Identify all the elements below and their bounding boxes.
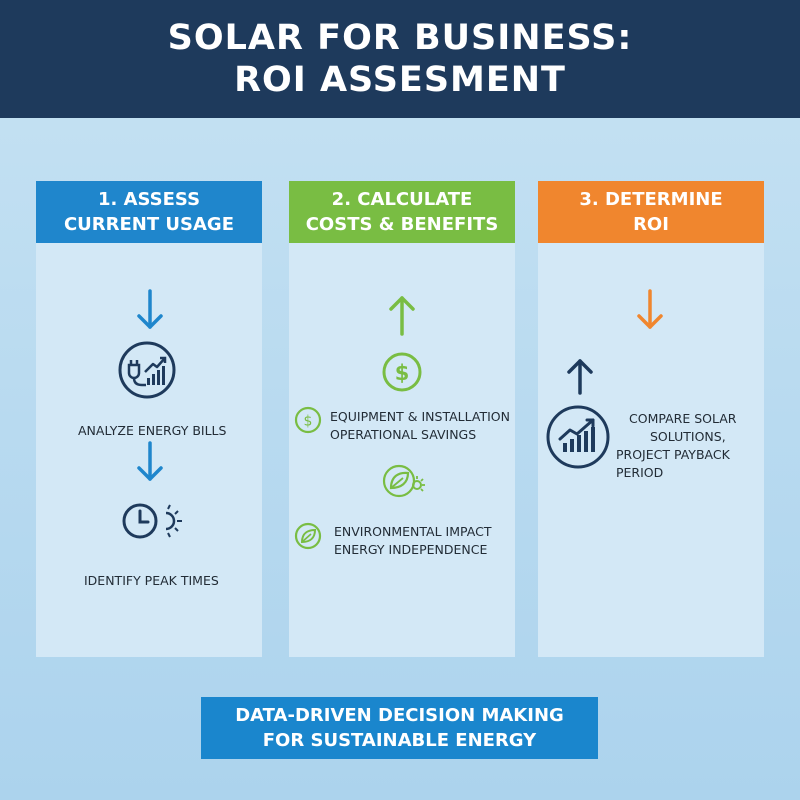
operational-savings-label: OPERATIONAL SAVINGS	[330, 427, 477, 442]
compare-solar-label: COMPARE SOLAR	[629, 411, 737, 426]
leaf-sun-icon	[382, 464, 425, 498]
equipment-installation-label: EQUIPMENT & INSTALLATION	[330, 409, 510, 424]
step-3-heading-line-2: ROI	[633, 214, 669, 235]
dollar-icon: $	[382, 352, 422, 392]
step-2-heading-line-2: COSTS & BENEFITS	[305, 214, 499, 235]
arrow-down-icon	[637, 289, 663, 329]
plug-chart-icon	[118, 341, 176, 399]
step-1-heading-line-2: CURRENT USAGE	[63, 214, 235, 235]
step-3-panel: 3. DETERMINE ROI COMPARE SOLAR SOLUTIONS…	[538, 181, 764, 657]
page-title-line-1: SOLAR FOR BUSINESS:	[167, 18, 633, 58]
footer-line-2: FOR SUSTAINABLE ENERGY	[262, 730, 537, 751]
dollar-icon: $	[294, 406, 322, 434]
arrow-down-icon	[137, 441, 163, 481]
leaf-icon	[294, 522, 322, 550]
step-3-heading-line-1: 3. DETERMINE	[579, 189, 723, 210]
footer-line-1: DATA-DRIVEN DECISION MAKING	[235, 705, 564, 726]
footer-banner: DATA-DRIVEN DECISION MAKING FOR SUSTAINA…	[201, 697, 598, 759]
step-1-heading-line-1: 1. ASSESS	[97, 189, 201, 210]
page-title-line-2: ROI ASSESMENT	[234, 60, 566, 100]
step-1-heading: 1. ASSESS CURRENT USAGE	[36, 181, 262, 243]
step-3-heading: 3. DETERMINE ROI	[538, 181, 764, 243]
analyze-energy-bills-label: ANALYZE ENERGY BILLS	[78, 423, 227, 438]
project-payback-period-label: PROJECT PAYBACK PERIOD	[616, 447, 730, 480]
step-1-panel: 1. ASSESS CURRENT USAGE ANALYZE ENERGY B…	[36, 181, 262, 657]
environmental-impact-label: ENVIRONMENTAL IMPACT	[334, 524, 492, 539]
clock-sun-icon	[122, 503, 182, 539]
identify-peak-times-label: IDENTIFY PEAK TIMES	[84, 573, 219, 588]
growth-chart-icon	[546, 405, 610, 469]
arrow-up-icon	[567, 359, 593, 395]
svg-text:$: $	[395, 361, 410, 385]
energy-independence-label: ENERGY INDEPENDENCE	[334, 542, 488, 557]
step-2-heading-line-1: 2. CALCULATE	[331, 189, 473, 210]
page-header: SOLAR FOR BUSINESS: ROI ASSESMENT	[0, 0, 800, 118]
arrow-down-icon	[137, 289, 163, 329]
step-2-panel: 2. CALCULATE COSTS & BENEFITS $ $ EQUIPM…	[289, 181, 515, 657]
svg-text:$: $	[304, 414, 313, 430]
arrow-up-icon	[389, 296, 415, 336]
solutions-label: SOLUTIONS,	[650, 429, 726, 444]
step-2-heading: 2. CALCULATE COSTS & BENEFITS	[289, 181, 515, 243]
